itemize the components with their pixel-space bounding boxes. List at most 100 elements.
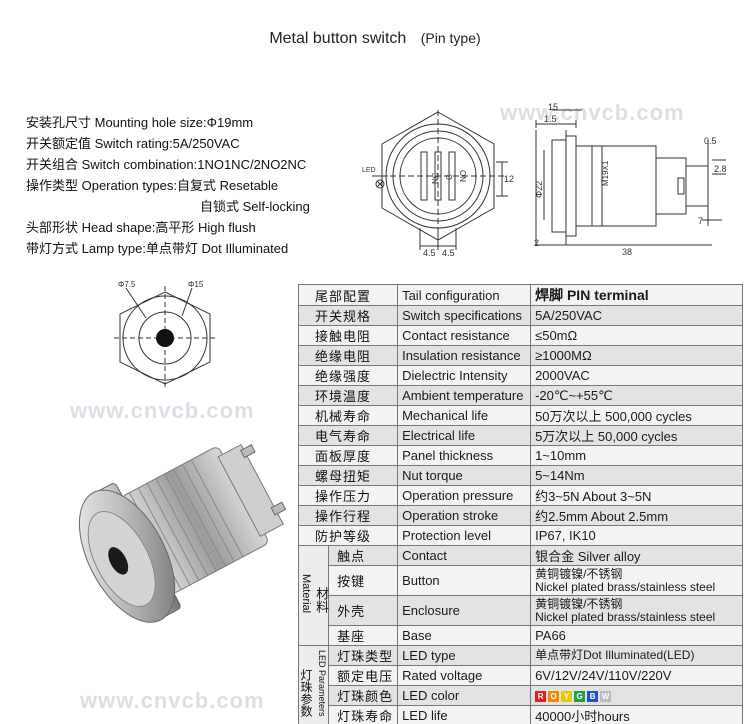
row-cn: 绝缘电阻 [297,345,399,366]
table-row: 操作行程 Operation stroke 约2.5mm About 2.5mm [297,505,743,526]
product-photo [30,425,290,675]
dim-m19: M19X1 [601,160,610,186]
table-row: 操作压力 Operation pressure 约3~5N About 3~5N [297,485,743,506]
material-group-en: Material [300,573,312,614]
row-cn: 操作行程 [297,505,399,526]
row-val: -20℃~+55℃ [530,385,743,406]
table-row: 螺母扭矩 Nut torque 5~14Nm [297,465,743,486]
table-row: 开关规格 Switch specifications 5A/250VAC [297,305,743,326]
row-val: 单点带灯Dot Illuminated(LED) [530,645,743,666]
spec-self-locking: 自锁式 Self-locking [200,199,310,214]
led-color-swatch: G [574,691,586,703]
table-row: 电气寿命 Electrical life 5万次以上 50,000 cycles [297,425,743,446]
row-cn: 灯珠颜色 [328,685,399,706]
row-en: Button [397,565,532,596]
table-row: 尾部配置 Tail configuration 焊脚 PIN terminal [297,284,743,306]
spec-operation-types: 操作类型 Operation types:自复式 Resetable [26,178,279,193]
row-en: Electrical life [397,425,532,446]
row-en: Rated voltage [397,665,532,686]
row-en: Protection level [397,525,532,546]
row-en: Dielectric Intensity [397,365,532,386]
row-en: LED type [397,645,532,666]
spec-switch-rating: 开关额定值 Switch rating:5A/250VAC [26,136,240,151]
pin-no-label: NO [459,170,468,182]
spec-list: 安装孔尺寸 Mounting hole size:Φ19mm 开关额定值 Swi… [26,112,366,259]
row-val: 5~14Nm [530,465,743,486]
row-val: 5万次以上 50,000 cycles [530,425,743,446]
dim-2: 2 [534,238,539,248]
title-sub: (Pin type) [420,30,481,46]
row-val-line2: Nickel plated brass/stainless steel [535,579,716,594]
row-val: 5A/250VAC [530,305,743,326]
row-cn: 绝缘强度 [297,365,399,386]
spec-switch-combination: 开关组合 Switch combination:1NO1NC/2NO2NC [26,157,307,172]
table-row: 基座 Base PA66 [299,625,743,646]
row-en: Enclosure [397,595,532,626]
dim-phi22: Φ22 [534,181,544,198]
row-val: 黄铜镀镍/不锈钢 Nickel plated brass/stainless s… [530,565,743,596]
row-en: Operation stroke [397,505,532,526]
row-cn: 触点 [328,545,399,566]
row-cn: 操作压力 [297,485,399,506]
row-cn: 防护等级 [297,525,399,546]
row-val: 6V/12V/24V/110V/220V [530,665,743,686]
table-row: 环境温度 Ambient temperature -20℃~+55℃ [297,385,743,406]
led-color-swatch: B [587,691,599,703]
row-cn: 按键 [328,565,399,596]
led-color-swatch: O [548,691,560,703]
material-group-cn: 材料 [314,587,330,614]
dim-38: 38 [622,247,632,257]
table-row: 按键 Button 黄铜镀镍/不锈钢 Nickel plated brass/s… [299,565,743,596]
dim-phi15: Φ15 [188,280,204,289]
led-group-label: 灯珠参数 LED Parameters [297,645,330,724]
table-row: 防护等级 Protection level IP67, IK10 [297,525,743,546]
pin-c-label: C [445,174,454,180]
table-row: 机械寿命 Mechanical life 50万次以上 500,000 cycl… [297,405,743,426]
dim-0-5: 0.5 [704,136,717,146]
side-view-drawing: 15 1.5 Φ22 0.5 2.8 7 2 38 M19X1 [522,100,744,260]
dim-4-5-right: 4.5 [442,248,455,258]
row-val-line1: 黄铜镀镍/不锈钢 [535,566,623,581]
row-cn: 面板厚度 [297,445,399,466]
row-val: IP67, IK10 [530,525,743,546]
dim-4-5-left: 4.5 [423,248,436,258]
dim-15: 15 [548,102,558,112]
row-val: 焊脚 PIN terminal [530,284,743,306]
dim-12: 12 [504,174,514,184]
row-val: 1~10mm [530,445,743,466]
row-en: Insulation resistance [397,345,532,366]
top-view-drawing: Φ7.5 Φ15 [110,278,240,388]
row-en: Nut torque [397,465,532,486]
table-row: 外壳 Enclosure 黄铜镀镍/不锈钢 Nickel plated bras… [299,595,743,626]
row-cn: 灯珠类型 [328,645,399,666]
row-val-line1: 黄铜镀镍/不锈钢 [535,596,623,611]
watermark: www.cnvcb.com [70,398,255,423]
row-cn: 环境温度 [297,385,399,406]
led-color-swatch: Y [561,691,573,703]
row-en: Ambient temperature [397,385,532,406]
row-en: LED color [397,685,532,706]
row-cn: 开关规格 [297,305,399,326]
row-val: 40000小时hours [530,705,743,724]
row-en: Panel thickness [397,445,532,466]
row-en: Contact resistance [397,325,532,346]
table-row: 额定电压 Rated voltage 6V/12V/24V/110V/220V [299,665,743,686]
row-val: 约2.5mm About 2.5mm [530,505,743,526]
row-en: LED life [397,705,532,724]
dim-2-8: 2.8 [714,164,727,174]
row-val: 黄铜镀镍/不锈钢 Nickel plated brass/stainless s… [530,595,743,626]
front-view-drawing: LED 4.5 4.5 12 NC C NO [358,100,518,260]
led-color-swatch: W [600,691,612,703]
row-cn: 尾部配置 [297,284,399,306]
row-en: Switch specifications [397,305,532,326]
row-cn: 电气寿命 [297,425,399,446]
dim-1-5: 1.5 [544,114,557,124]
table-row: 绝缘强度 Dielectric Intensity 2000VAC [297,365,743,386]
table-row: 灯珠参数 LED Parameters 灯珠类型 LED type 单点带灯Do… [297,645,743,724]
spec-head-shape: 头部形状 Head shape:高平形 High flush [26,220,256,235]
spec-lamp-type: 带灯方式 Lamp type:单点带灯 Dot Illuminated [26,241,289,256]
watermark: www.cnvcb.com [80,688,265,713]
page-title: Metal button switch (Pin type) [0,30,750,48]
dim-phi7-5: Φ7.5 [118,280,136,289]
spec-mounting-hole: 安装孔尺寸 Mounting hole size:Φ19mm [26,115,254,130]
